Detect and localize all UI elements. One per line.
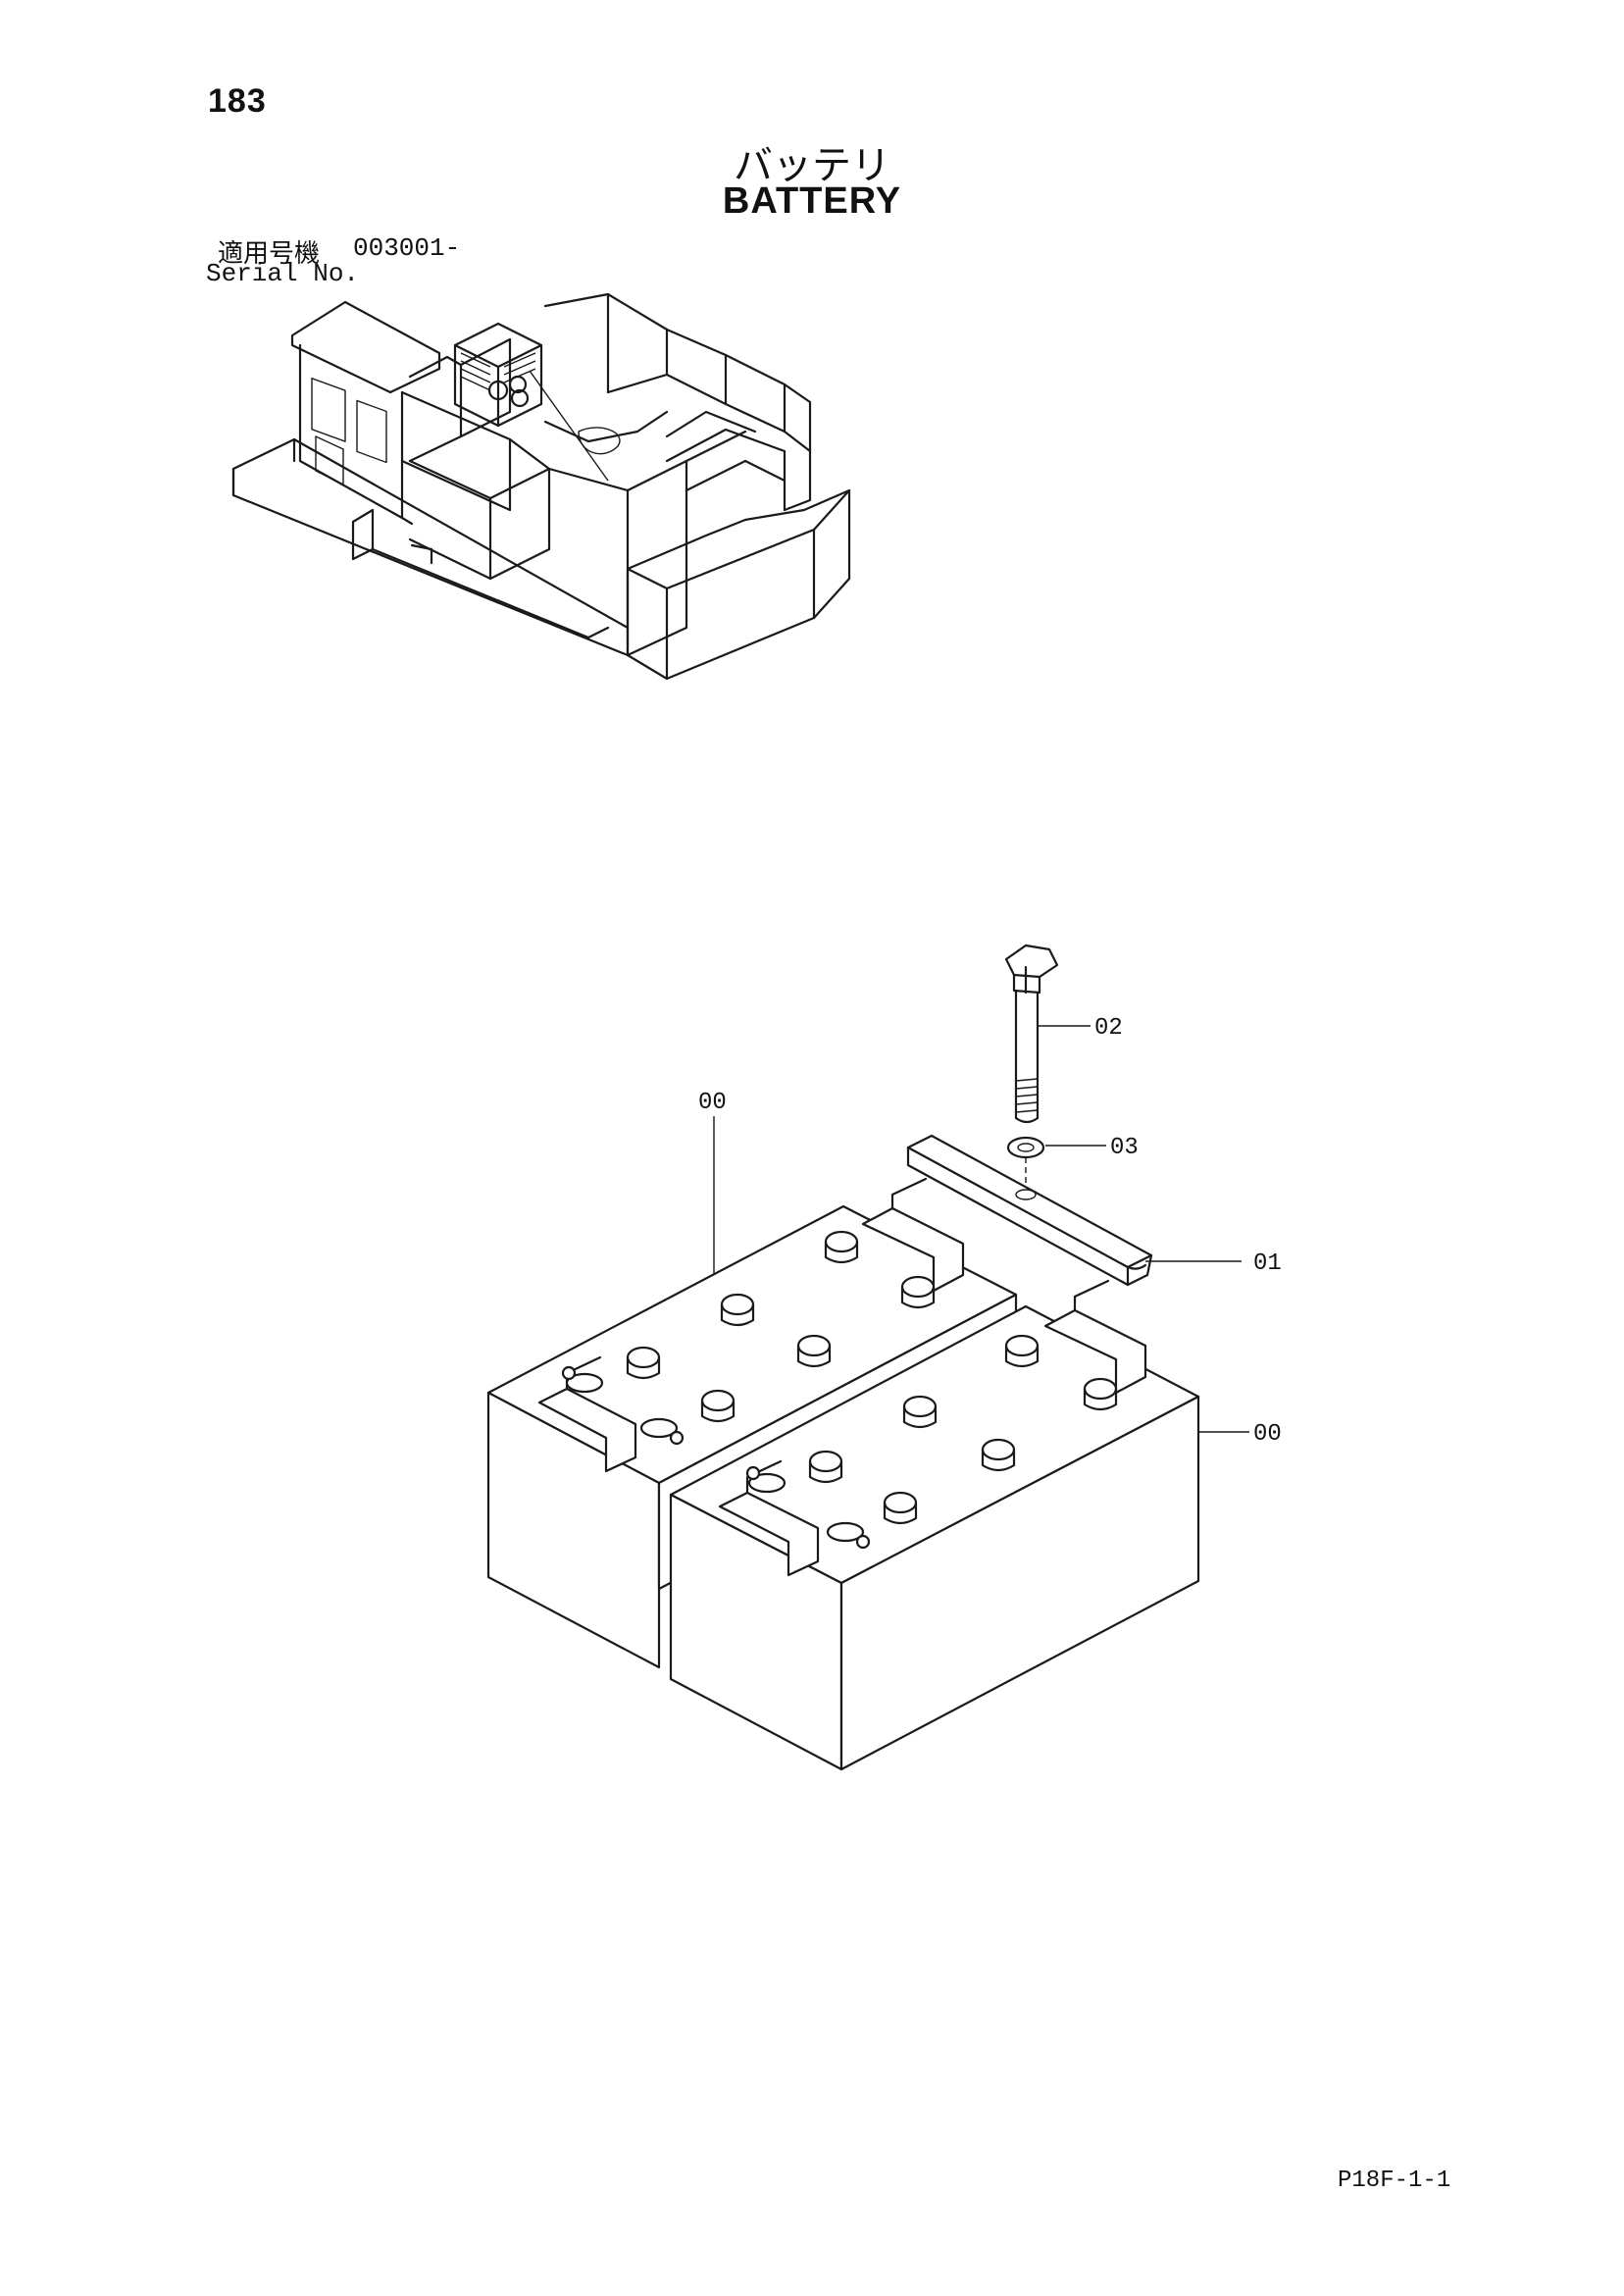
washer-part [1006, 1136, 1045, 1183]
hold-down-bar-part [906, 1134, 1153, 1287]
serial-number-value: 003001- [353, 233, 461, 263]
page-title-japanese: バッテリ [734, 143, 890, 188]
serial-label-japanese: 適用号機 [218, 239, 321, 269]
serial-label-english: Serial No. [206, 259, 360, 288]
battery-exploded-drawing [486, 944, 1249, 1771]
page-number: 183 [208, 82, 267, 120]
machine-overview-drawing [231, 292, 851, 681]
page-title-english: BATTERY [722, 180, 902, 222]
bolt-part [1004, 944, 1059, 1124]
page-code: P18F-1-1 [1338, 2168, 1451, 2194]
callout-02: 02 [1094, 1015, 1123, 1042]
callout-03: 03 [1110, 1135, 1139, 1161]
callout-01: 01 [1253, 1250, 1282, 1277]
callout-00-right: 00 [1253, 1421, 1282, 1448]
callout-00-left: 00 [698, 1090, 727, 1116]
battery-right [669, 1279, 1200, 1771]
